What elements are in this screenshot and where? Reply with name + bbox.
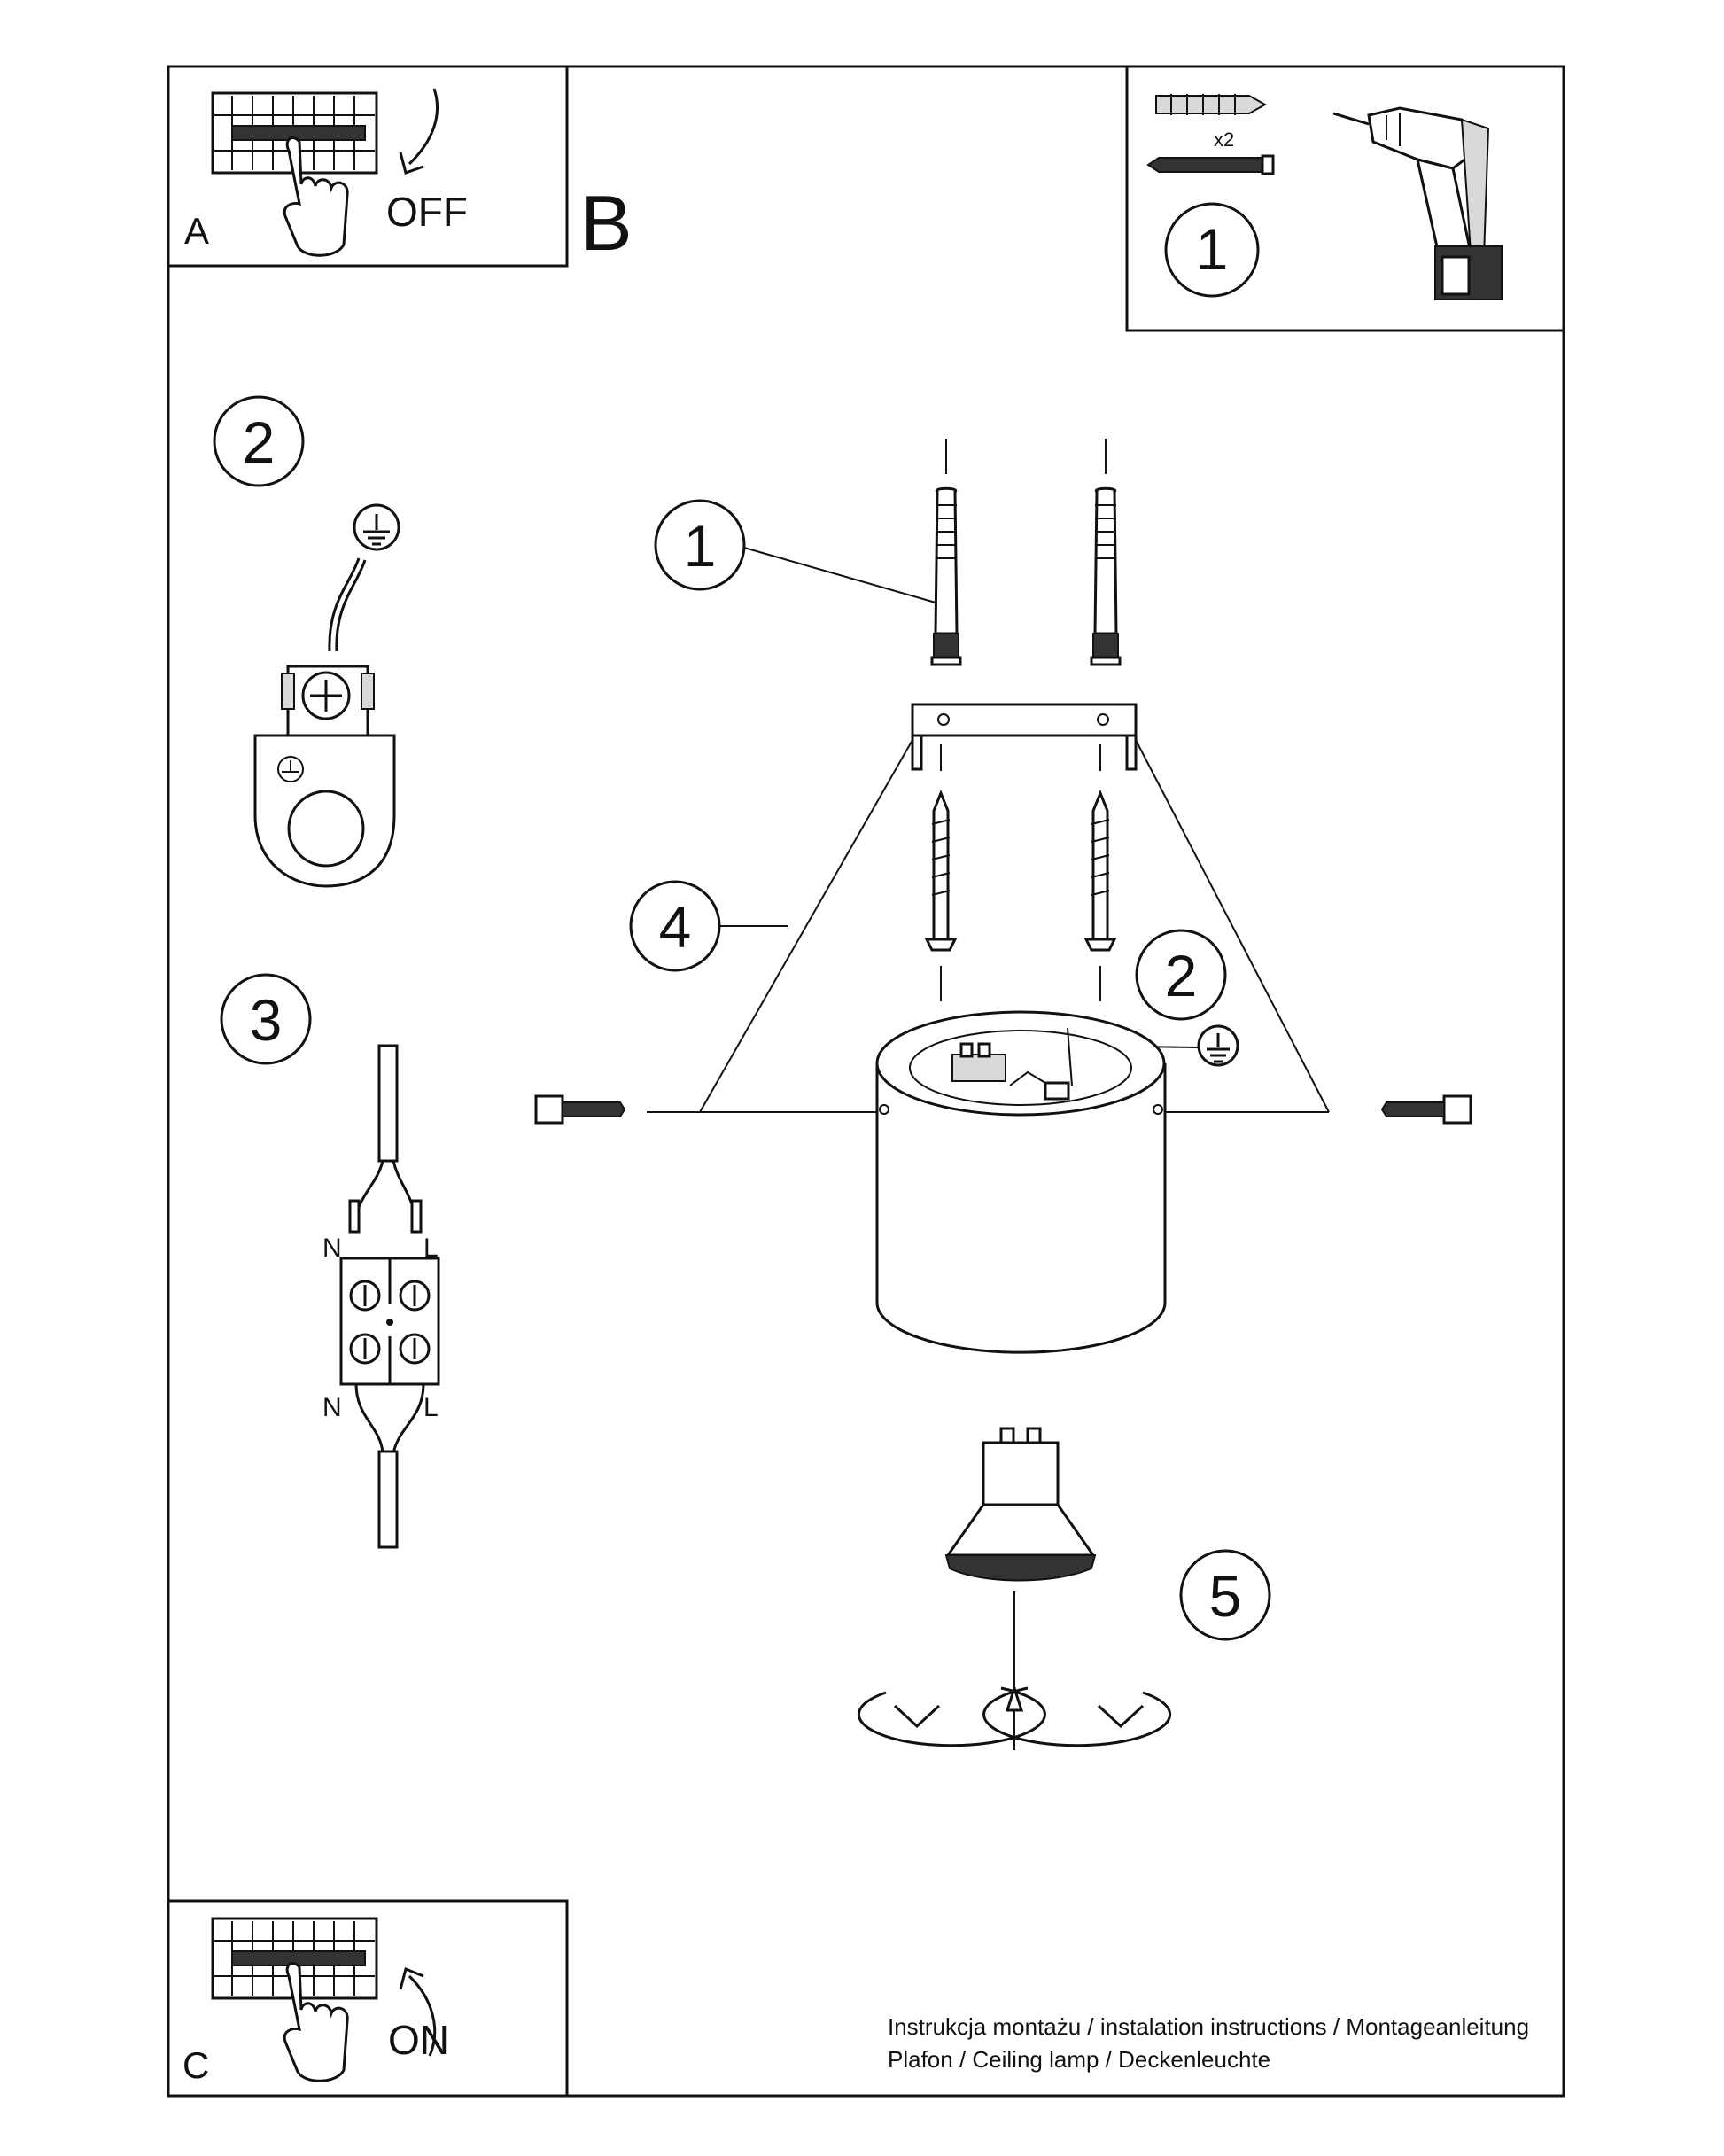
tools-quantity: x2 — [1214, 128, 1234, 151]
mounting-bracket — [911, 703, 1138, 771]
plug-step-badge — [654, 499, 746, 591]
bulb-step-number: 5 — [1209, 1563, 1242, 1629]
panel-c-letter: C — [182, 2044, 209, 2086]
earth-detail-badge — [213, 395, 305, 487]
wiring-detail-badge — [220, 973, 312, 1065]
panel-c: C ON — [168, 1899, 569, 2096]
wire-label-l-top: L — [423, 1234, 439, 1263]
tools-panel: x2 1 — [1125, 66, 1564, 332]
tools-step-badge — [1164, 202, 1260, 298]
sheet-border — [167, 65, 1565, 2098]
wiring-detail: 3 N L N L — [220, 973, 440, 1549]
earth-symbol-main-icon — [1197, 1024, 1239, 1067]
bulb-step-badge — [1179, 1549, 1271, 1641]
terminal-block-icon — [339, 1257, 440, 1386]
screw-icon — [1146, 154, 1275, 175]
wall-plug-left — [930, 439, 962, 666]
footer-line-2: Plafon / Ceiling lamp / Deckenleuchte — [888, 2046, 1270, 2073]
tools-step-number: 1 — [1196, 216, 1229, 282]
earth-clamp-icon — [253, 665, 396, 888]
wall-plug-icon — [1155, 94, 1268, 115]
lamp-body — [875, 1010, 1167, 1354]
canopy-step-number: 4 — [659, 894, 692, 960]
lamp-holder-terminals — [951, 1027, 1073, 1101]
screw-right — [1083, 744, 1117, 1001]
earth-detail-number: 2 — [243, 409, 276, 475]
earth-terminal-detail: 2 — [213, 395, 400, 888]
earth-symbol-icon — [353, 503, 400, 551]
screw-left — [924, 744, 958, 1001]
panel-a-state: OFF — [386, 189, 468, 235]
circuit-breaker-off-icon — [211, 91, 378, 257]
side-screw-left — [534, 1094, 626, 1125]
side-screw-right — [1380, 1094, 1472, 1125]
earth-step-badge — [1135, 929, 1227, 1021]
wire-label-l-bottom: L — [423, 1393, 439, 1422]
panel-a: A OFF — [168, 66, 569, 268]
panel-c-state: ON — [388, 2017, 449, 2063]
panel-b-letter: B — [580, 179, 633, 267]
gu10-bulb — [944, 1427, 1097, 1582]
main-assembly: 1 4 — [534, 439, 1472, 1750]
circuit-breaker-on-icon — [211, 1917, 378, 2082]
wiring-detail-number: 3 — [250, 987, 283, 1053]
wire-label-n-top: N — [322, 1234, 342, 1263]
earth-step-number: 2 — [1165, 943, 1198, 1008]
wire-label-n-bottom: N — [322, 1393, 342, 1422]
rotate-arrow-icon — [857, 1591, 1172, 1750]
panel-a-letter: A — [184, 210, 209, 252]
footer-line-1: Instrukcja montażu / instalation instruc… — [888, 2013, 1529, 2040]
wall-plug-right — [1090, 439, 1122, 666]
drill-icon — [1332, 106, 1503, 300]
plug-step-number: 1 — [684, 513, 717, 579]
